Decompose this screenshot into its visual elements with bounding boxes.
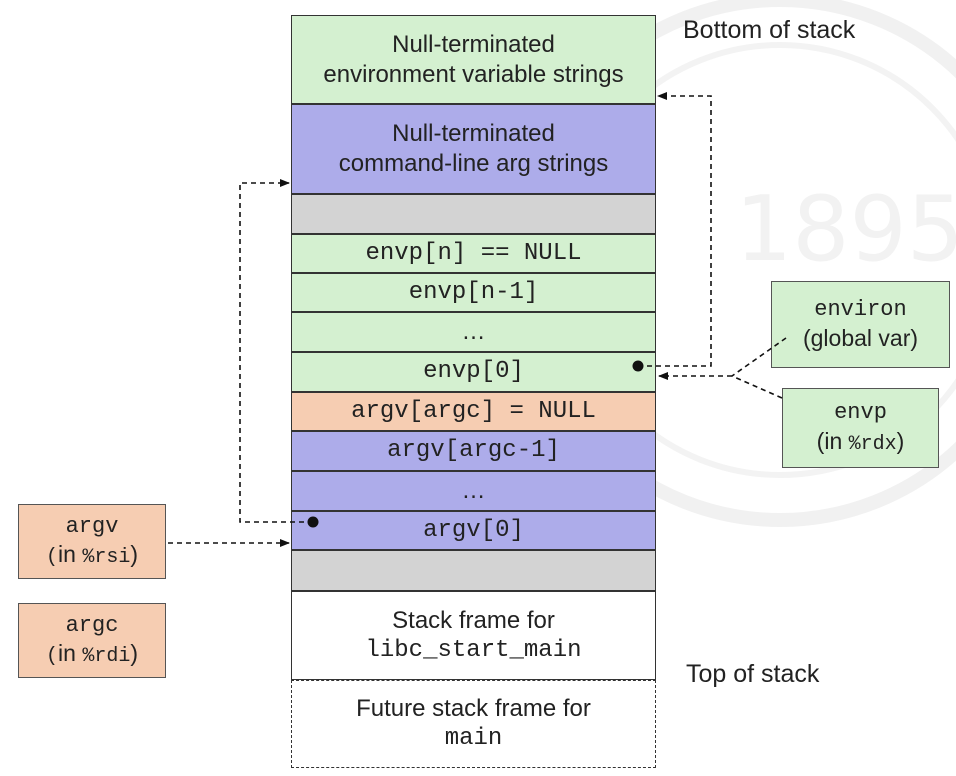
argv-paren-open: ( <box>46 546 59 570</box>
padding-block-bottom <box>291 550 656 591</box>
envp-desc-line: (in %rdx) <box>817 427 905 457</box>
environ-desc: (global var) <box>802 324 919 351</box>
envp-box: envp (in %rdx) <box>782 388 939 468</box>
envp-n-minus-1-cell: envp[n-1] <box>291 273 656 312</box>
envp-0-label: envp[0] <box>423 358 524 385</box>
arg-strings-line1: Null-terminated <box>392 120 555 147</box>
argv-ellipsis-cell: … <box>291 471 656 511</box>
envp-n-minus-1-label: envp[n-1] <box>408 278 539 306</box>
argc-box: argc (in %rdi) <box>18 603 166 678</box>
argv-box: argv (in %rsi) <box>18 504 166 579</box>
argv-argc-label: argv[argc] = NULL <box>351 397 596 425</box>
envp-in: in <box>824 427 849 454</box>
envp-0-cell: envp[0] <box>291 352 656 392</box>
envp-n-label: envp[n] == NULL <box>365 239 582 267</box>
env-strings-block: Null-terminated environment variable str… <box>291 15 656 104</box>
argv-in: in <box>58 541 83 568</box>
future-frame-func: main <box>444 725 503 752</box>
libc-frame-text: Stack frame for <box>392 606 555 634</box>
argv-ellipsis-label: … <box>461 477 486 504</box>
argc-paren-close: ) <box>130 640 138 667</box>
envp-paren-open: ( <box>816 427 825 454</box>
envp-ellipsis-cell: … <box>291 312 656 352</box>
envp-ellipsis-label: … <box>461 318 486 345</box>
env-strings-line2: environment variable strings <box>323 60 624 88</box>
argv-paren-close: ) <box>130 541 138 568</box>
argv0-to-arg-strings-arrow <box>239 179 319 528</box>
libc-frame-func: libc_start_main <box>365 636 582 664</box>
bottom-of-stack-label: Bottom of stack <box>683 16 856 44</box>
argc-paren-open: ( <box>46 645 59 669</box>
argv-argc-minus-1-label: argv[argc-1] <box>387 437 560 464</box>
argc-name: argc <box>65 612 119 638</box>
argv-desc-line: (in %rsi) <box>46 540 138 570</box>
libc-start-main-frame: Stack frame for libc_start_main <box>291 591 656 680</box>
arg-strings-line2: command-line arg strings <box>338 150 609 177</box>
environ-name: environ <box>814 297 907 323</box>
envp-name: envp <box>834 400 887 426</box>
envp-register: %rdx <box>848 432 897 456</box>
argv-argc-minus-1-cell: argv[argc-1] <box>291 431 656 471</box>
argv-0-cell: argv[0] <box>291 511 656 550</box>
argc-register: %rdi <box>82 645 131 669</box>
argv-0-label: argv[0] <box>423 516 524 544</box>
env-strings-line1: Null-terminated <box>392 30 555 58</box>
environ-desc-line: (global var) <box>803 324 918 353</box>
argv-argc-cell: argv[argc] = NULL <box>291 392 656 431</box>
future-main-frame: Future stack frame for main <box>291 680 656 768</box>
top-of-stack-label: Top of stack <box>686 660 820 688</box>
arg-strings-block: Null-terminated command-line arg strings <box>291 104 656 194</box>
environ-box: environ (global var) <box>771 281 950 368</box>
envp-paren-close: ) <box>896 427 905 454</box>
envp0-to-env-strings-arrow <box>632 92 712 372</box>
environ-envp-to-envp0-arrow <box>658 337 787 399</box>
argc-desc-line: (in %rdi) <box>46 639 138 669</box>
future-frame-text: Future stack frame for <box>356 695 591 722</box>
padding-block-top <box>291 194 656 234</box>
argc-in: in <box>58 640 83 667</box>
envp-n-cell: envp[n] == NULL <box>291 234 656 273</box>
argv-name: argv <box>65 513 119 539</box>
argv-register: %rsi <box>82 546 131 570</box>
